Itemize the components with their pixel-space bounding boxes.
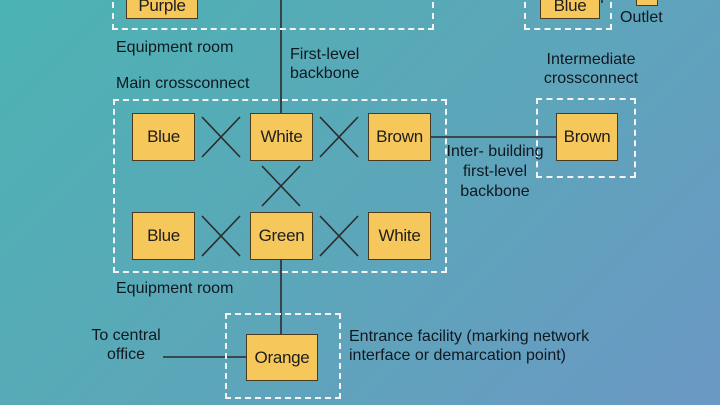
equipment-room-bottom-label: Equipment room bbox=[116, 280, 234, 297]
main-green-box: Green bbox=[250, 212, 313, 260]
intermediate-crossconnect-zone bbox=[536, 98, 636, 178]
entrance-orange-box: Orange bbox=[246, 334, 318, 381]
main-green-label: Green bbox=[258, 226, 305, 245]
main-white-top-label: White bbox=[260, 127, 303, 146]
cross-connect-x-vertical bbox=[261, 165, 301, 207]
entrance-orange-label: Orange bbox=[254, 347, 310, 367]
main-blue-top-box: Blue bbox=[132, 113, 195, 161]
intermediate-brown-label: Brown bbox=[563, 127, 611, 146]
entrance-facility-label: Entrance facility (marking network inter… bbox=[349, 328, 590, 364]
to-central-office-label: To central office bbox=[91, 327, 161, 363]
equipment-room-top-zone bbox=[112, 0, 434, 30]
main-crossconnect-label: Main crossconnect bbox=[116, 75, 250, 92]
top-right-zone bbox=[524, 0, 612, 30]
main-brown-label: Brown bbox=[376, 127, 423, 146]
intermediate-brown-box: Brown bbox=[556, 113, 618, 161]
main-white-bottom-box: White bbox=[368, 212, 431, 260]
main-brown-box: Brown bbox=[368, 113, 431, 161]
main-crossconnect-zone bbox=[113, 99, 447, 273]
main-blue-bottom-box: Blue bbox=[132, 212, 195, 260]
main-blue-bottom-label: Blue bbox=[147, 226, 180, 245]
main-white-top-box: White bbox=[250, 113, 313, 161]
inter-building-backbone-label: Inter- building first-level backbone bbox=[446, 143, 544, 200]
cross-connect-x-bottom-left bbox=[201, 215, 241, 257]
outlet-label: Outlet bbox=[620, 9, 663, 26]
cross-connect-x-top-left bbox=[201, 116, 241, 158]
first-level-backbone-label: First-level backbone bbox=[290, 46, 360, 82]
outlet-icon bbox=[636, 0, 658, 6]
purple-box: Purple bbox=[126, 0, 198, 19]
main-blue-top-label: Blue bbox=[147, 127, 180, 146]
intermediate-crossconnect-label: Intermediate crossconnect bbox=[543, 51, 639, 87]
cross-connect-x-bottom-right bbox=[319, 215, 359, 257]
main-white-bottom-label: White bbox=[378, 226, 421, 245]
entrance-facility-zone bbox=[225, 313, 341, 399]
equipment-room-top-label: Equipment room bbox=[116, 39, 234, 56]
top-right-blue-box: Blue bbox=[540, 0, 600, 19]
top-right-blue-box-label: Blue bbox=[553, 0, 587, 15]
purple-box-label: Purple bbox=[138, 0, 186, 15]
cross-connect-x-top-right bbox=[319, 116, 359, 158]
